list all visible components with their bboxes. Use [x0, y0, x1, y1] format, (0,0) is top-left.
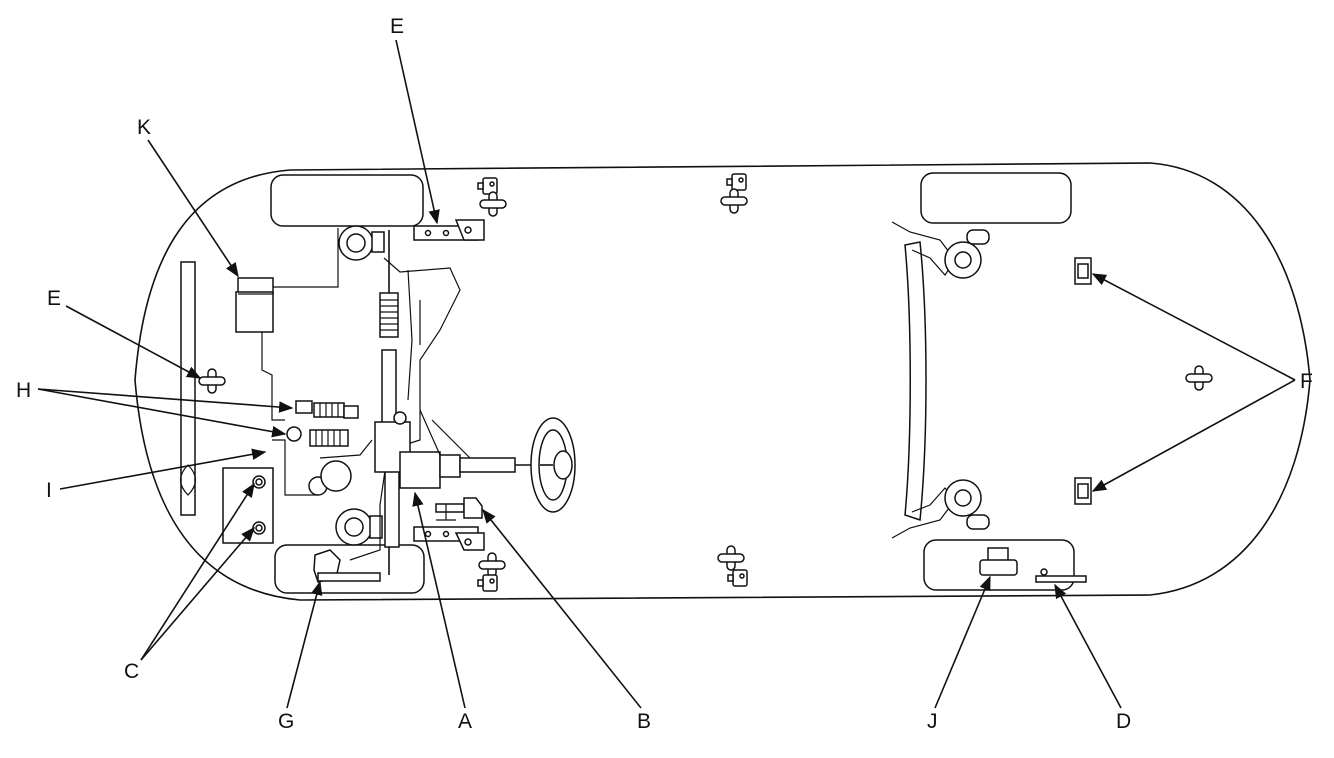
callout-g: G — [278, 710, 294, 733]
callout-e-left: E — [47, 287, 61, 310]
front-bumper-beam — [180, 261, 196, 516]
sensor-h-lower — [286, 426, 349, 447]
callout-j: J — [927, 710, 938, 733]
body-clip-pin — [478, 552, 506, 578]
front-brake-module-g — [313, 549, 381, 583]
mount-plate-e-top — [413, 219, 485, 241]
mount-pin-e-left — [198, 368, 226, 394]
rear-left-wheel — [920, 172, 1072, 224]
front-left-wheel — [270, 174, 424, 227]
rear-right-hub — [944, 479, 990, 530]
callout-h: H — [16, 379, 31, 402]
rear-center-pin — [1185, 365, 1213, 391]
callout-a: A — [458, 710, 472, 733]
callout-e-top: E — [390, 15, 404, 38]
front-right-strut — [335, 508, 383, 546]
body-clip-pin — [479, 191, 507, 217]
body-clip-pin — [717, 545, 745, 571]
rear-sensor-d — [1035, 568, 1087, 583]
vehicle-body-outline — [134, 162, 1311, 601]
mount-plate-lower — [413, 526, 485, 551]
module-b — [435, 497, 483, 521]
front-left-strut — [338, 225, 385, 261]
front-subframe — [319, 257, 461, 561]
steering-column — [374, 409, 540, 489]
callout-d: D — [1116, 710, 1131, 733]
body-clip — [477, 574, 498, 592]
rear-left-hub — [944, 229, 990, 279]
rear-module-j — [979, 547, 1018, 576]
callout-c: C — [124, 660, 139, 683]
steering-rack — [379, 230, 400, 575]
callout-k: K — [137, 116, 151, 139]
callout-i: I — [46, 479, 52, 502]
module-c-box — [222, 467, 274, 544]
body-clip-pin — [720, 188, 748, 214]
control-module-k — [235, 277, 274, 333]
body-clip — [727, 569, 748, 587]
leader-lines — [37, 39, 1296, 709]
sensor-h-upper — [295, 400, 359, 419]
steering-wheel-icon — [530, 417, 576, 513]
body-clip — [726, 173, 747, 191]
rear-clip-f-upper — [1074, 257, 1092, 285]
rear-axle-beam — [891, 221, 956, 539]
front-right-wheel — [274, 544, 425, 594]
callout-b: B — [637, 710, 651, 733]
rear-clip-f-lower — [1074, 477, 1092, 505]
callout-f: F — [1300, 370, 1313, 393]
